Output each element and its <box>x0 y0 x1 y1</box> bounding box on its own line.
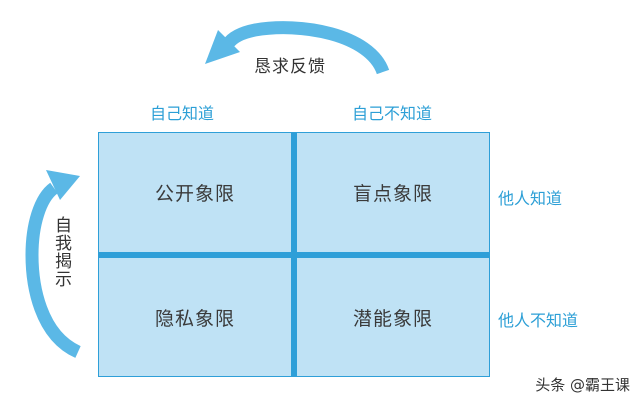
blind-quadrant-label: 盲点象限 <box>352 183 433 205</box>
row-label-others-known: 他人知道 <box>498 189 563 208</box>
blind-quadrant: 盲点象限 <box>296 132 490 253</box>
feedback-arrow-head <box>205 30 240 64</box>
self-disclosure-arrow-head <box>46 170 80 200</box>
johari-window-grid: 公开象限 盲点象限 隐私象限 潜能象限 <box>98 132 490 377</box>
open-quadrant: 公开象限 <box>98 132 292 253</box>
row-label-others-unknown: 他人不知道 <box>498 311 579 330</box>
open-quadrant-label: 公开象限 <box>154 183 235 205</box>
hidden-quadrant: 隐私象限 <box>98 257 292 377</box>
unknown-quadrant-label: 潜能象限 <box>352 307 433 330</box>
unknown-quadrant: 潜能象限 <box>296 257 490 377</box>
self-disclosure-label: 自我揭示 <box>51 216 71 288</box>
column-label-self-known: 自己知道 <box>150 104 215 123</box>
hidden-quadrant-label: 隐私象限 <box>154 307 235 330</box>
column-label-self-unknown: 自己不知道 <box>352 104 433 123</box>
watermark: 头条 @霸王课 <box>535 376 630 394</box>
request-feedback-label: 恳求反馈 <box>254 57 326 77</box>
